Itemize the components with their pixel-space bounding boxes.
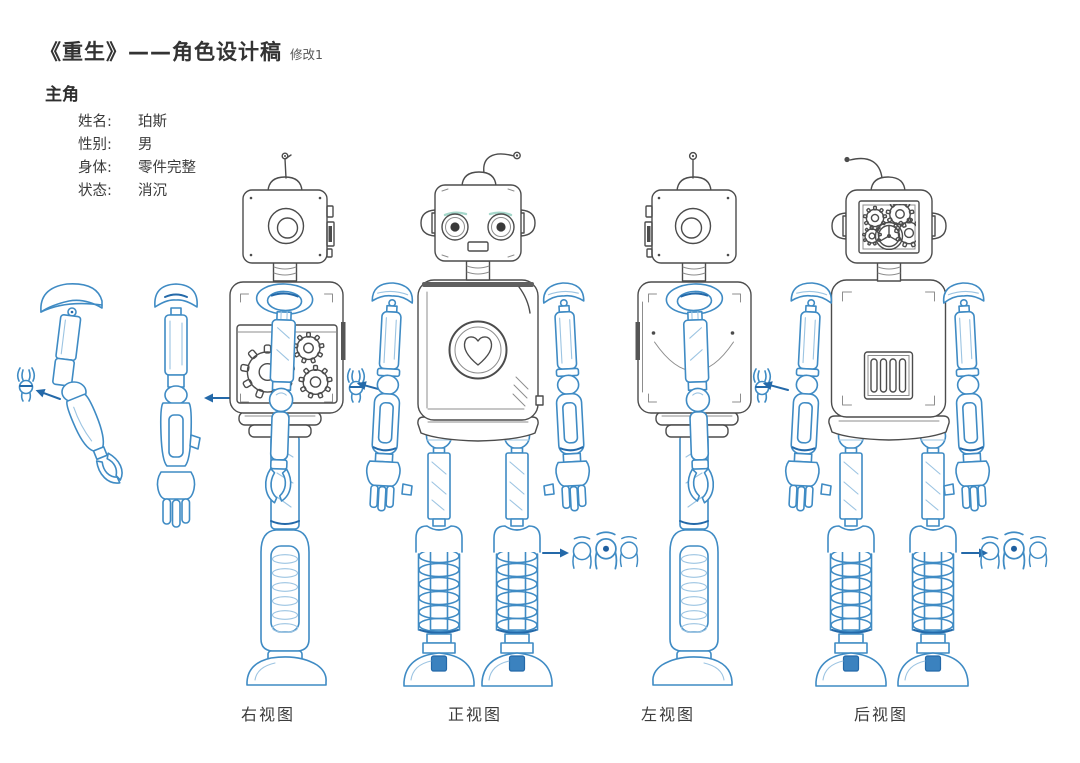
revision-note: 修改1 <box>290 47 323 62</box>
vent-panel <box>863 351 914 400</box>
front-right-arm <box>541 280 596 513</box>
sheet-title: 《重生》——角色设计稿 <box>40 40 282 64</box>
field-label: 状态: <box>78 183 112 199</box>
right-view-antenna <box>281 152 292 179</box>
back-left-thumb <box>820 483 832 496</box>
front-left-arm <box>360 280 415 513</box>
front-left-thumb <box>401 483 413 496</box>
front-torso <box>417 279 544 421</box>
back-torso <box>830 279 947 418</box>
front-head <box>420 151 536 262</box>
character-field-name: 姓名: 珀斯 <box>78 113 196 131</box>
character-field-body: 身体: 零件完整 <box>78 159 196 177</box>
robot-front-view <box>360 151 596 687</box>
back-right-thumb <box>943 483 955 496</box>
back-right-arm <box>941 280 996 513</box>
field-label: 身体: <box>78 160 112 176</box>
robot-right-view <box>203 152 385 686</box>
view-label-left-view: 左视图 <box>640 705 696 724</box>
back-head <box>831 156 947 264</box>
field-value: 男 <box>138 137 153 153</box>
field-value: 零件完整 <box>138 160 196 176</box>
section-label: 主角 <box>45 85 79 105</box>
eyebrows <box>443 211 513 217</box>
field-value: 消沉 <box>138 183 167 199</box>
field-label: 性别: <box>78 137 112 153</box>
right-view-head <box>242 176 335 264</box>
field-label: 姓名: <box>78 114 112 130</box>
knee-joint-sketches-left <box>542 531 639 570</box>
eyes <box>441 213 515 241</box>
elbow-joint-mini-sketch <box>16 367 36 402</box>
arrow-to-elbow-sketch <box>33 384 63 405</box>
robot-left-view <box>635 151 791 686</box>
left-view-head <box>644 176 737 264</box>
left-view-antenna <box>688 151 698 179</box>
view-label-back-view: 后视图 <box>853 705 909 724</box>
front-right-thumb <box>543 483 555 496</box>
mouth <box>467 241 489 252</box>
heart-emblem <box>463 336 493 366</box>
knee-joint-sketches-right <box>961 531 1048 570</box>
arrow-left <box>203 392 231 404</box>
character-info: 姓名: 珀斯 性别: 男 身体: 零件完整 状态: 消沉 <box>78 113 196 200</box>
robot-back-view <box>779 156 996 687</box>
sheet-title-row: 《重生》——角色设计稿 修改1 <box>40 36 323 66</box>
character-field-gender: 性别: 男 <box>78 136 196 154</box>
back-left-arm <box>779 280 834 513</box>
view-label-right-view: 右视图 <box>240 705 296 724</box>
arm-study-bent <box>40 283 123 484</box>
character-field-state: 状态: 消沉 <box>78 182 196 200</box>
field-value: 珀斯 <box>138 114 167 130</box>
view-label-front-view: 正视图 <box>447 705 503 724</box>
arm-study-straight <box>154 283 201 528</box>
